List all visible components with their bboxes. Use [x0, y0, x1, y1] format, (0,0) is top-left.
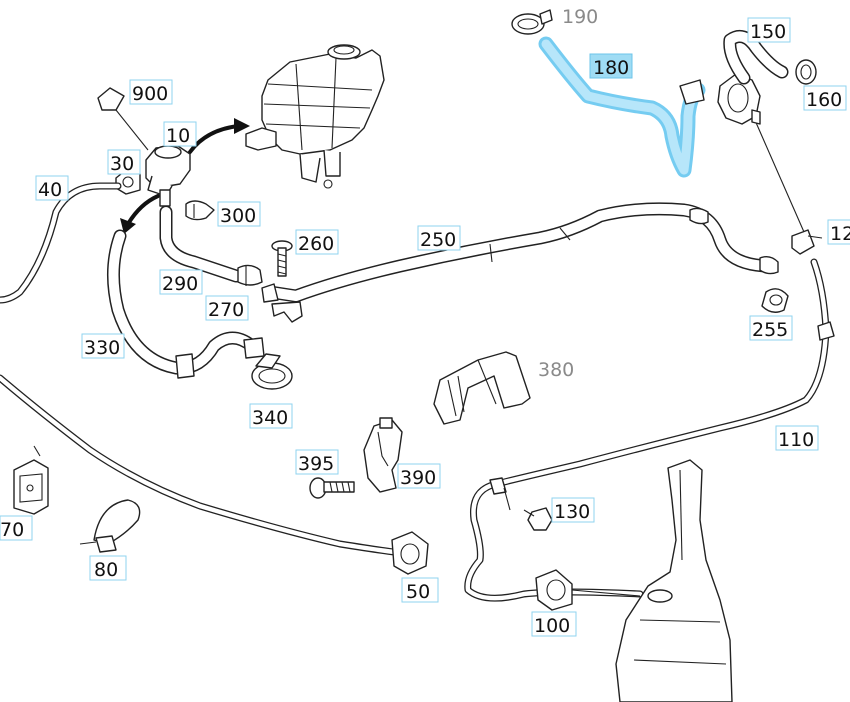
bracket-70[interactable]: [13, 445, 49, 515]
hose-290[interactable]: [159, 205, 243, 283]
hose-180-highlighted[interactable]: [538, 36, 706, 178]
label-390[interactable]: 390: [397, 463, 441, 489]
clamp-160[interactable]: [795, 59, 817, 85]
clamp-270[interactable]: [237, 264, 263, 286]
label-390-text: 390: [400, 467, 436, 489]
label-255[interactable]: 255: [749, 315, 793, 341]
label-70[interactable]: 70: [0, 515, 33, 541]
arrow-head-upper: [234, 118, 250, 134]
label-30[interactable]: 30: [107, 149, 141, 175]
label-270[interactable]: 270: [205, 295, 249, 321]
label-330-text: 330: [84, 337, 120, 359]
label-80[interactable]: 80: [89, 555, 127, 581]
label-260-text: 260: [298, 233, 334, 255]
label-340[interactable]: 340: [249, 403, 293, 429]
label-10[interactable]: 10: [163, 121, 197, 147]
label-70-text: 70: [0, 519, 24, 541]
label-290[interactable]: 290: [159, 269, 203, 295]
label-900[interactable]: 900: [129, 79, 173, 105]
label-190[interactable]: 190: [562, 6, 598, 28]
label-160-text: 160: [806, 89, 842, 111]
label-30-text: 30: [110, 153, 134, 175]
clip-130[interactable]: [523, 507, 553, 531]
label-900-text: 900: [132, 83, 168, 105]
clamp-250-mid[interactable]: [689, 207, 709, 225]
label-40-text: 40: [38, 179, 62, 201]
label-100-text: 100: [534, 615, 570, 637]
clamp-100[interactable]: [535, 569, 641, 611]
screw-260[interactable]: [271, 240, 293, 277]
label-80-text: 80: [94, 559, 118, 581]
line-110[interactable]: [464, 258, 835, 602]
clamp-255[interactable]: [761, 288, 789, 313]
clamp-340[interactable]: [251, 353, 293, 390]
connector-900[interactable]: [97, 87, 149, 151]
label-380-text: 380: [538, 359, 574, 381]
label-50[interactable]: 50: [401, 577, 439, 603]
label-250-text: 250: [420, 229, 456, 251]
label-290-text: 290: [162, 273, 198, 295]
label-40[interactable]: 40: [35, 175, 69, 201]
label-395-text: 395: [298, 453, 334, 475]
label-160[interactable]: 160: [803, 85, 847, 111]
label-180-text: 180: [593, 57, 629, 79]
label-270-text: 270: [208, 299, 244, 321]
arrow-head-lower: [120, 218, 136, 234]
label-300-text: 300: [220, 205, 256, 227]
clamp-50[interactable]: [391, 531, 429, 575]
cable-tie-80[interactable]: [79, 499, 141, 553]
label-330[interactable]: 330: [81, 333, 125, 359]
hose-330[interactable]: [106, 229, 265, 379]
bracket-380[interactable]: [433, 351, 531, 425]
label-100[interactable]: 100: [531, 611, 577, 637]
connector-120[interactable]: [791, 229, 823, 255]
expansion-tank[interactable]: [245, 44, 385, 189]
reservoir-bottom-right[interactable]: [615, 459, 733, 702]
label-150[interactable]: 150: [747, 17, 791, 43]
clamp-300[interactable]: [185, 200, 215, 221]
clamp-250-end[interactable]: [759, 255, 779, 275]
label-110[interactable]: 110: [775, 425, 819, 451]
hose-lower-long[interactable]: [0, 374, 398, 556]
label-50-text: 50: [406, 581, 430, 603]
hose-40[interactable]: [0, 182, 122, 304]
label-130[interactable]: 130: [551, 497, 595, 523]
pipe-250[interactable]: [261, 202, 773, 323]
clamp-190[interactable]: [511, 9, 553, 35]
label-300[interactable]: 300: [217, 201, 261, 227]
label-110-text: 110: [778, 429, 814, 451]
label-260[interactable]: 260: [295, 229, 339, 255]
label-180[interactable]: 180: [589, 53, 633, 79]
label-190-text: 190: [562, 6, 598, 28]
label-120[interactable]: 12: [827, 219, 850, 245]
leader-line-120: [753, 117, 805, 233]
label-380[interactable]: 380: [538, 359, 574, 381]
label-340-text: 340: [252, 407, 288, 429]
label-10-text: 10: [166, 125, 190, 147]
bolt-395[interactable]: [309, 477, 355, 499]
coolant-pump[interactable]: [145, 145, 191, 207]
label-150-text: 150: [750, 21, 786, 43]
valve-150[interactable]: [717, 29, 789, 125]
label-395[interactable]: 395: [295, 449, 339, 475]
label-120-text: 12: [830, 223, 850, 245]
label-130-text: 130: [554, 501, 590, 523]
bracket-390[interactable]: [363, 417, 403, 493]
label-255-text: 255: [752, 319, 788, 341]
label-250[interactable]: 250: [417, 225, 461, 251]
direction-arrow-lower: [126, 194, 160, 226]
direction-arrow-upper: [188, 124, 240, 154]
